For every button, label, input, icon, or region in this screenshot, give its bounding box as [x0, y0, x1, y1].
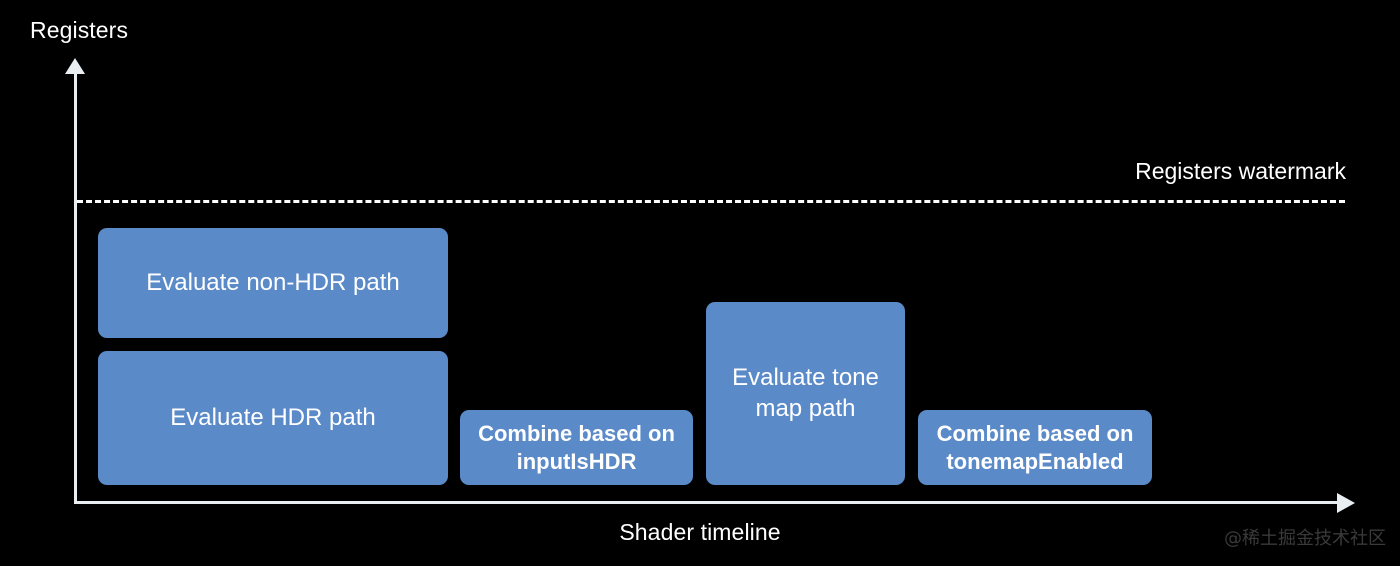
shader-stage-block-label: Combine based on inputIsHDR: [478, 420, 675, 474]
shader-stage-block: Evaluate tone map path: [706, 302, 905, 485]
y-axis-line: [74, 70, 77, 504]
x-axis-arrow-icon: [1337, 493, 1355, 513]
shader-stage-block: Combine based on tonemapEnabled: [918, 410, 1152, 485]
shader-stage-block-label: Evaluate tone map path: [732, 364, 879, 422]
shader-stage-block-label: Evaluate non-HDR path: [146, 268, 400, 296]
y-axis-arrow-icon: [65, 58, 85, 74]
y-axis-label: Registers: [30, 17, 129, 43]
registers-watermark-line: [77, 200, 1345, 203]
shader-stage-block: Combine based on inputIsHDR: [460, 410, 693, 485]
x-axis-label: Shader timeline: [619, 519, 781, 545]
shader-stage-block: Evaluate non-HDR path: [98, 228, 448, 338]
registers-watermark-label: Registers watermark: [1135, 158, 1346, 184]
x-axis-line: [74, 501, 1339, 504]
shader-stage-block: Evaluate HDR path: [98, 351, 448, 485]
shader-stage-block-label: Evaluate HDR path: [170, 403, 376, 431]
shader-stage-block-label: Combine based on tonemapEnabled: [936, 420, 1134, 474]
source-watermark: @稀土掘金技术社区: [1224, 528, 1386, 549]
